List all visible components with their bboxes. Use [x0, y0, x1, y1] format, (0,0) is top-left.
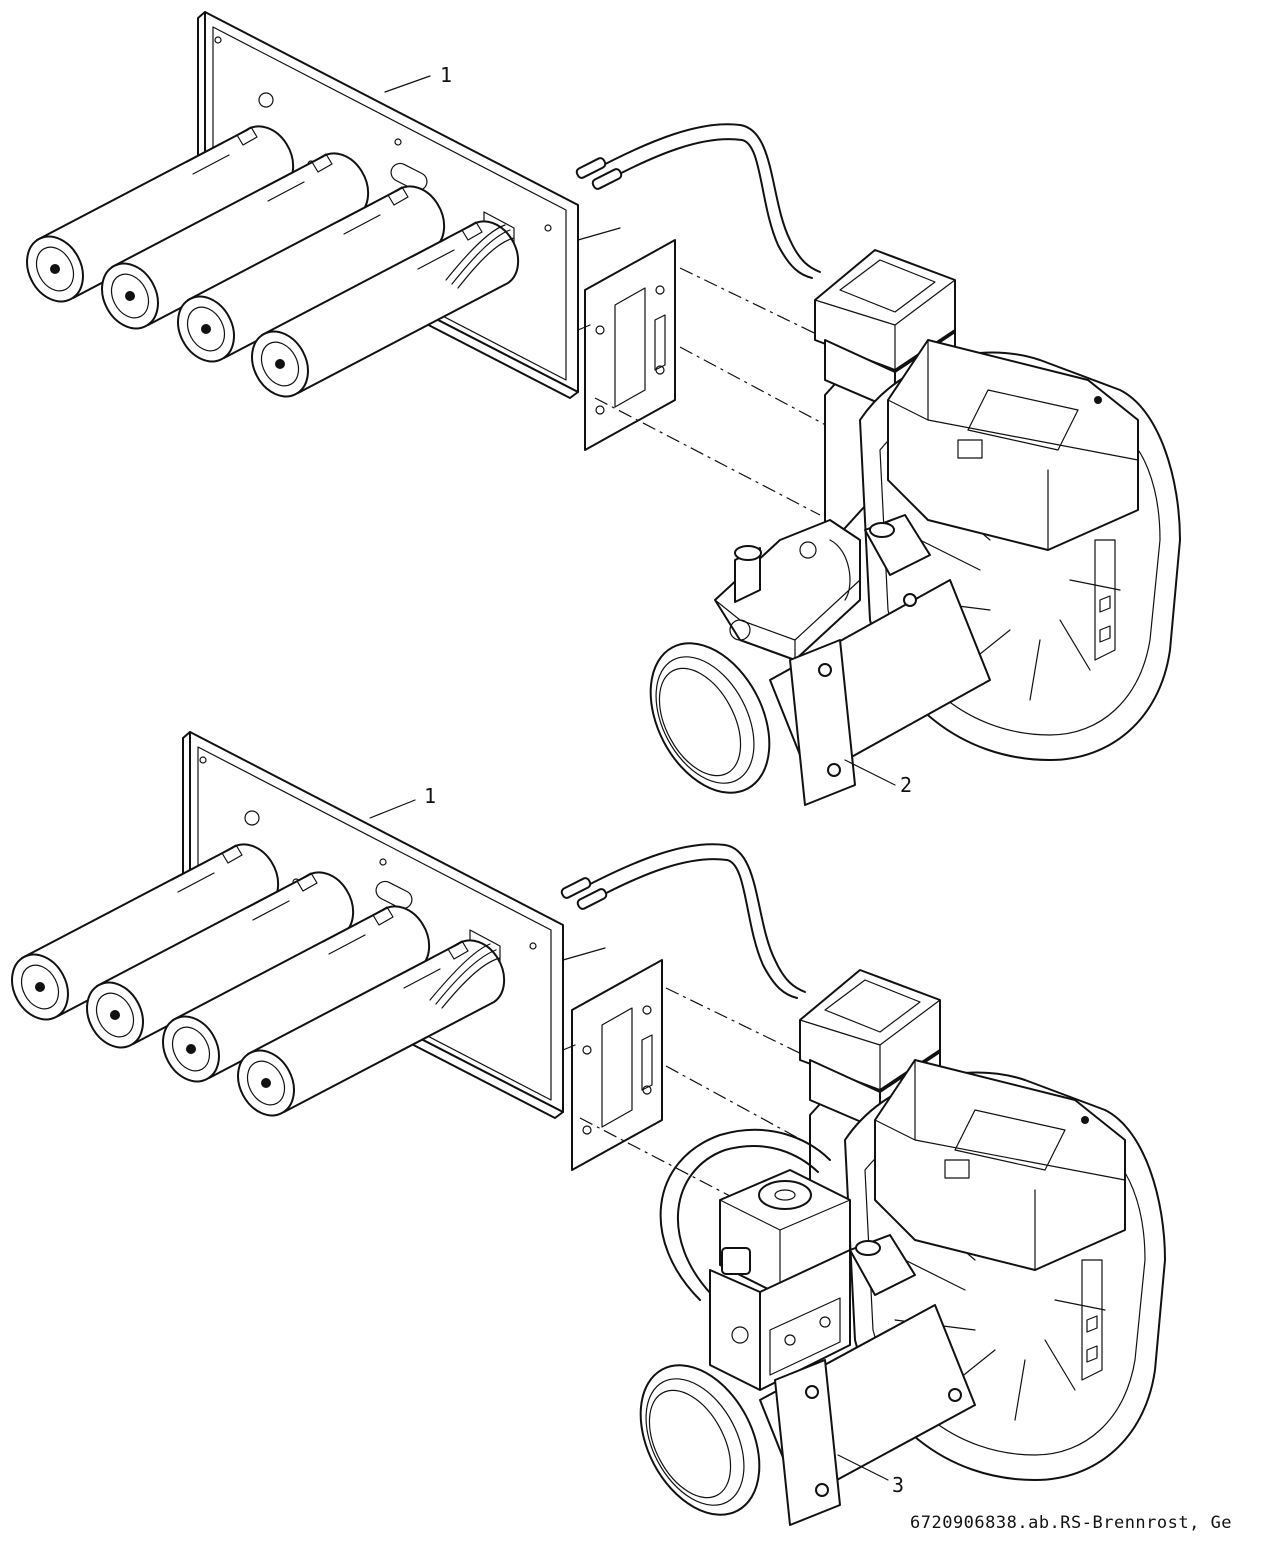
svg-text:3: 3	[892, 1473, 904, 1497]
callout-top-assembly: 2	[844, 759, 912, 797]
top-alignment-line-2	[679, 346, 836, 431]
bottom-alignment-line-2	[665, 1065, 821, 1151]
top-alignment-line-3	[594, 397, 821, 516]
svg-text:1: 1	[424, 784, 436, 808]
top-control-unit	[887, 339, 1139, 551]
bottom-gas-valve	[659, 1128, 851, 1391]
bottom-gas-inlet-pipe	[639, 1304, 976, 1526]
svg-text:2: 2	[900, 773, 912, 797]
bottom-burner-assembly	[0, 731, 1166, 1526]
top-gas-inlet-pipe	[649, 579, 991, 806]
svg-text:1: 1	[440, 63, 452, 87]
top-burner-assembly	[15, 11, 1181, 806]
callout-bottom-assembly: 3	[837, 1454, 904, 1497]
bottom-mounting-frame	[571, 959, 663, 1171]
bottom-control-unit	[874, 1059, 1126, 1271]
top-gas-valve	[714, 519, 861, 661]
callout-bottom-plate: 1	[369, 784, 436, 819]
top-mounting-frame	[584, 239, 676, 451]
figure-id-text: 6720906838.ab.RS-Brennrost, Ge	[910, 1513, 1232, 1533]
callout-top-plate: 1	[384, 63, 452, 93]
